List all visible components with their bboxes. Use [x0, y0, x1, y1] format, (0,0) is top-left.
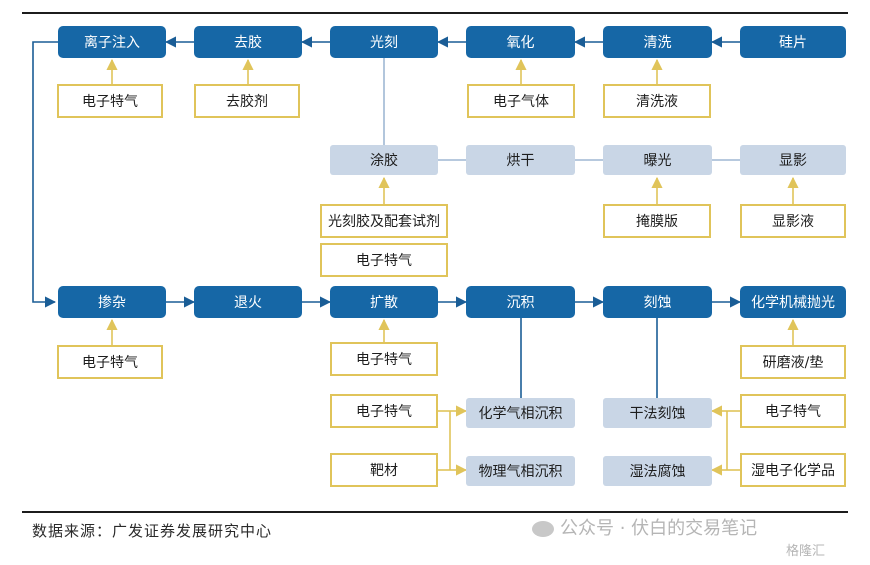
step-lithography: 光刻 [330, 26, 438, 58]
material-stripper: 去胶剂 [194, 84, 300, 118]
substep-pvd: 物理气相沉积 [466, 456, 575, 486]
substep-wet-etch: 湿法腐蚀 [603, 456, 712, 486]
watermark-text: 公众号 · 伏白的交易笔记 [560, 518, 758, 539]
material-ion-gas: 电子特气 [57, 84, 163, 118]
bottom-rule [22, 511, 848, 513]
material-coating-gas: 电子特气 [320, 243, 448, 277]
material-etch-gas: 电子特气 [740, 394, 846, 428]
material-cmp-slurry-pad: 研磨液/垫 [740, 345, 846, 379]
data-source-note: 数据来源：广发证券发展研究中心 [32, 522, 273, 540]
material-diffusion-gas: 电子特气 [330, 342, 438, 376]
material-developer-liquid: 显影液 [740, 204, 846, 238]
material-oxidation-gas: 电子气体 [467, 84, 575, 118]
step-etching: 刻蚀 [603, 286, 712, 318]
material-cleaning-liquid: 清洗液 [603, 84, 711, 118]
step-ion-implant: 离子注入 [58, 26, 166, 58]
step-doping: 掺杂 [58, 286, 166, 318]
substep-dry-etch: 干法刻蚀 [603, 398, 712, 428]
step-diffusion: 扩散 [330, 286, 438, 318]
substep-coating: 涂胶 [330, 145, 438, 175]
top-rule [22, 12, 848, 14]
step-cleaning: 清洗 [603, 26, 712, 58]
substep-developing: 显影 [740, 145, 846, 175]
material-deposition-gas: 电子特气 [330, 394, 438, 428]
substep-exposure: 曝光 [603, 145, 712, 175]
step-annealing: 退火 [194, 286, 302, 318]
substep-cvd: 化学气相沉积 [466, 398, 575, 428]
material-photomask: 掩膜版 [603, 204, 711, 238]
step-oxidation: 氧化 [466, 26, 575, 58]
step-deposition: 沉积 [466, 286, 575, 318]
watermark-brand: 格隆汇 [786, 544, 826, 559]
substep-baking: 烘干 [466, 145, 575, 175]
material-sputter-target: 靶材 [330, 453, 438, 487]
step-cmp: 化学机械抛光 [740, 286, 846, 318]
material-wet-chemicals: 湿电子化学品 [740, 453, 846, 487]
step-photoresist-strip: 去胶 [194, 26, 302, 58]
material-photoresist: 光刻胶及配套试剂 [320, 204, 448, 238]
step-silicon-wafer: 硅片 [740, 26, 846, 58]
material-doping-gas: 电子特气 [57, 345, 163, 379]
watermark-account: 公众号 · 伏白的交易笔记 [532, 514, 757, 540]
wechat-icon [532, 521, 554, 537]
